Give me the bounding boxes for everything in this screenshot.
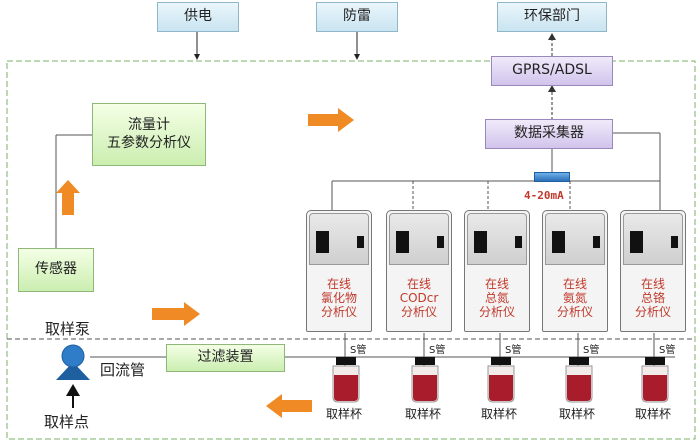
return-pipe-label: 回流管 — [100, 361, 146, 379]
flow-arrow-up — [56, 180, 80, 215]
analyzer-display — [474, 231, 487, 253]
system-boundary — [6, 60, 696, 440]
s-pipe-label-3: S管 — [505, 345, 522, 356]
pump-icon — [56, 344, 90, 380]
cup-label-2: 取样杯 — [405, 407, 442, 421]
flowmeter-line1: 流量计 — [128, 117, 170, 133]
power-box: 供电 — [157, 2, 239, 32]
flowmeter-line2: 五参数分析仪 — [107, 134, 191, 151]
lightning-box: 防雷 — [316, 2, 398, 32]
sample-cup-5 — [641, 357, 669, 403]
flow-arrow-right-mid — [152, 302, 200, 326]
sample-cup-2 — [411, 357, 439, 403]
lightning-arrowhead — [354, 54, 360, 60]
s-pipe-label-5: S管 — [659, 345, 676, 356]
sample-point-arrowhead — [66, 384, 80, 396]
s-pipe-label-1: S管 — [350, 345, 367, 356]
env-dept-label: 环保部门 — [524, 8, 580, 25]
cup-label-4: 取样杯 — [559, 407, 596, 421]
gprs-arrowhead — [548, 85, 556, 92]
env-dept-box: 环保部门 — [497, 2, 607, 32]
analyzer-display — [316, 231, 329, 253]
analyzer-label: 在线氨氮分析仪 — [556, 277, 593, 319]
analyzer-total-nitrogen: 在线总氮分析仪 — [464, 210, 530, 332]
power-label: 供电 — [184, 8, 212, 25]
flow-arrow-right-top — [308, 108, 354, 132]
signal-connector — [534, 172, 570, 182]
sensor-box: 传感器 — [18, 248, 94, 292]
pump-label: 取样泵 — [45, 320, 91, 338]
analyzer-handle — [437, 236, 444, 248]
signal-label: 4-20mA — [524, 189, 564, 202]
gprs-box: GPRS/ADSL — [491, 56, 613, 86]
s-pipe-label-2: S管 — [429, 345, 446, 356]
filter-label: 过滤装置 — [197, 349, 254, 366]
cup-label-5: 取样杯 — [635, 407, 672, 421]
lightning-label: 防雷 — [343, 8, 371, 25]
sample-point-label: 取样点 — [44, 413, 90, 431]
flowmeter-box: 流量计 五参数分析仪 — [92, 103, 206, 166]
sample-cup-3 — [487, 357, 515, 403]
sample-cup-1 — [332, 357, 360, 403]
analyzer-label: 在线总氮分析仪 — [478, 277, 515, 319]
s-pipe-label-4: S管 — [583, 345, 600, 356]
power-arrowhead — [194, 54, 200, 60]
analyzer-handle — [357, 236, 364, 248]
analyzer-display — [552, 231, 565, 253]
sensor-label: 传感器 — [35, 261, 77, 278]
analyzer-label: 在线总铬分析仪 — [634, 277, 671, 319]
filter-box: 过滤装置 — [166, 344, 285, 372]
env-arrowhead — [548, 33, 556, 40]
gprs-label: GPRS/ADSL — [512, 62, 592, 79]
flow-arrow-left-bottom — [266, 394, 312, 418]
sample-cup-4 — [565, 357, 593, 403]
analyzer-handle — [593, 236, 600, 248]
cup-label-3: 取样杯 — [481, 407, 518, 421]
analyzer-handle — [515, 236, 522, 248]
analyzer-label: 在线氯化物分析仪 — [320, 277, 357, 319]
collector-label: 数据采集器 — [514, 125, 584, 142]
analyzer-display — [630, 231, 643, 253]
collector-box: 数据采集器 — [485, 119, 613, 149]
analyzer-total-chromium: 在线总铬分析仪 — [620, 210, 686, 332]
analyzer-display — [396, 231, 409, 253]
cup-label-1: 取样杯 — [326, 407, 363, 421]
analyzer-chloride: 在线氯化物分析仪 — [306, 210, 372, 332]
orange-arrows — [56, 108, 354, 418]
analyzer-handle — [671, 236, 678, 248]
analyzer-ammonia: 在线氨氮分析仪 — [542, 210, 608, 332]
